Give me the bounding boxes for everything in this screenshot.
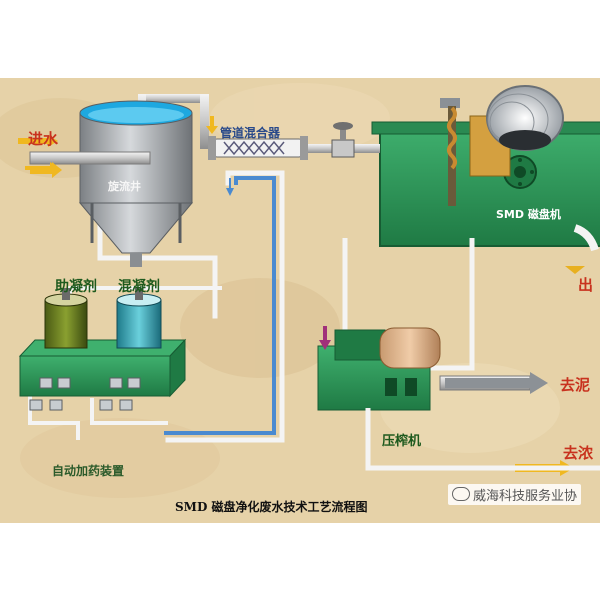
dosing-pumps [29, 377, 141, 411]
to-concentrate-label: 去浓 [563, 444, 594, 462]
pipe-mixer [208, 136, 308, 160]
concentrate-pipe [365, 408, 600, 471]
mixer-down-arrow [206, 116, 218, 134]
wechat-icon [452, 487, 470, 501]
press-label: 压榨机 [382, 434, 422, 449]
inlet-arrow [18, 135, 58, 147]
auto-dosing-unit [18, 288, 187, 411]
mixer-up-arrow [226, 178, 234, 196]
smd-machine-label: SMD 磁盘机 [496, 208, 561, 221]
flow-diagram [0, 83, 600, 498]
to-sludge-arrow [445, 372, 548, 394]
inlet-pipe [29, 151, 151, 165]
auto-dosing-label: 自动加药装置 [52, 464, 125, 478]
outlet-label: 出 [578, 276, 594, 294]
watermark: 威海科技服务业协 [448, 484, 582, 505]
magnetic-discs [486, 85, 564, 151]
smd-magnetic-disc-machine [371, 85, 600, 274]
inlet-yellow-arrow [25, 162, 58, 174]
swirl-well-label: 旋流井 [108, 180, 141, 193]
coagulant-tank [116, 288, 162, 349]
diagram-caption: SMD 磁盘净化废水技术工艺流程图 [175, 500, 368, 514]
press-down-arrow [319, 326, 331, 350]
watermark-text: 威海科技服务业协 [473, 489, 578, 504]
to-sludge-label: 去泥 [560, 376, 591, 394]
valve [331, 122, 355, 158]
coagulant-aid-label: 助凝剂 [55, 279, 97, 295]
inlet-label: 进水 [28, 130, 59, 148]
swirl-well-tank [78, 100, 194, 267]
coagulant-label: 混凝剂 [118, 279, 160, 295]
pipe-mixer-label: 管道混合器 [220, 126, 281, 140]
coagulant-aid-tank [44, 288, 88, 349]
flow-diagram-scene: 进水 旋流井 管道混合器 助凝剂 混凝剂 SMD 磁盘机 出 压榨机 去泥 去浓… [0, 78, 600, 523]
